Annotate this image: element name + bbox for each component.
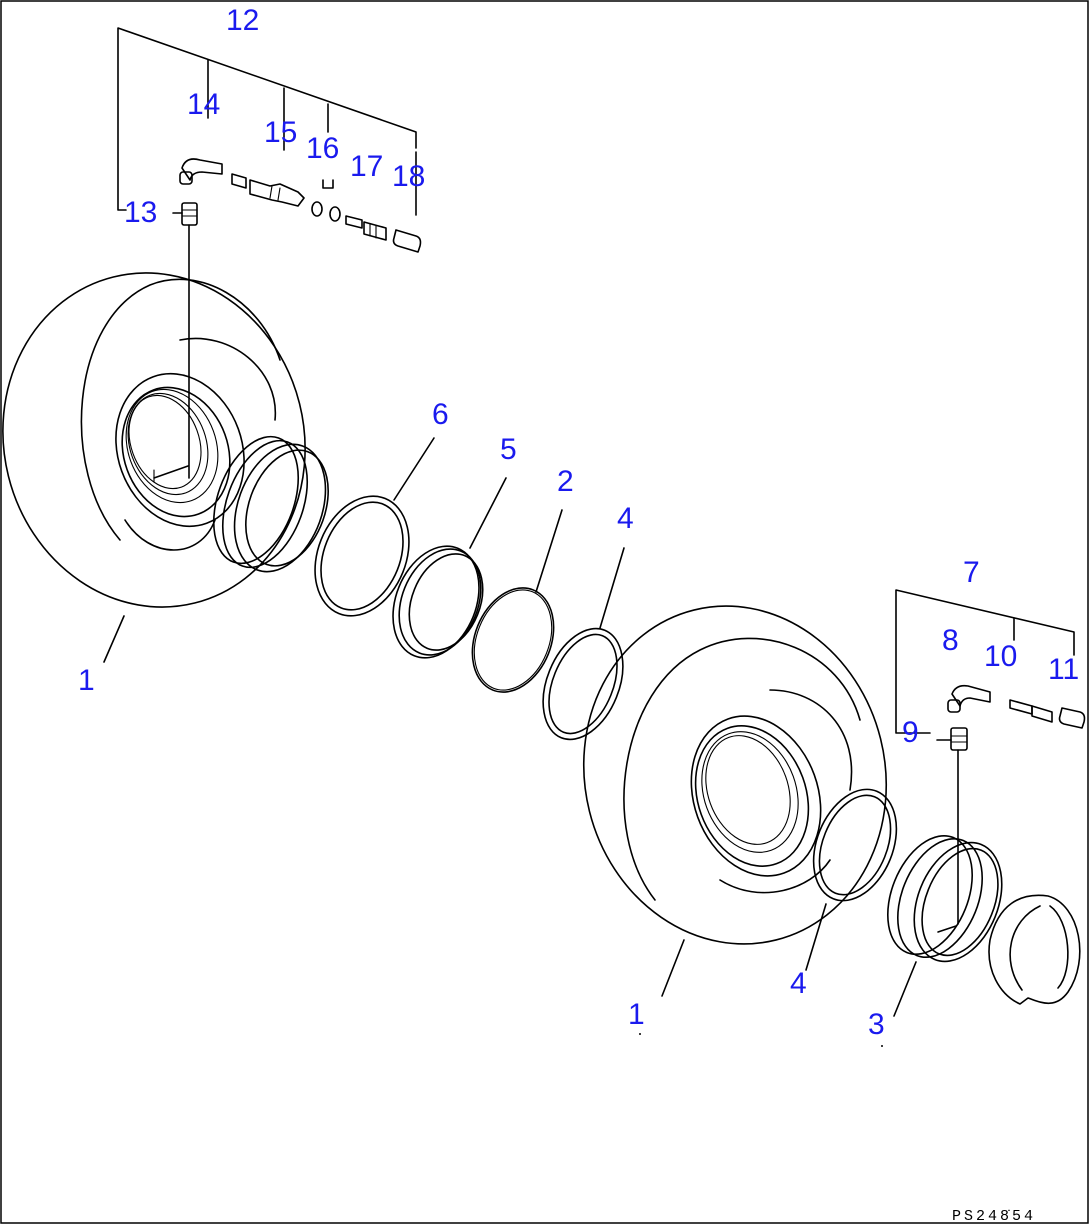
valve-elbow-8 xyxy=(947,684,991,713)
callout-16: 16 xyxy=(306,132,339,165)
callout-4-left: 4 xyxy=(617,502,634,535)
leader-4a xyxy=(599,547,625,629)
valve-cap-11 xyxy=(1058,707,1086,729)
split-lock-ring xyxy=(988,894,1081,1005)
callout-6: 6 xyxy=(432,398,449,431)
rim-band-3 xyxy=(887,834,1003,963)
valve-extension-15 xyxy=(231,173,305,207)
leader-5 xyxy=(469,477,507,549)
ring-5 xyxy=(392,545,484,659)
rim-band-left xyxy=(212,435,329,573)
valve-cap-18 xyxy=(392,229,422,253)
leader-3 xyxy=(893,961,917,1017)
callout-3: 3 xyxy=(868,1008,885,1041)
callout-12: 12 xyxy=(226,4,259,37)
valve-core-10 xyxy=(1009,699,1053,723)
callout-1-left: 1 xyxy=(78,664,95,697)
tire-right xyxy=(582,605,888,945)
leader-1b xyxy=(661,939,685,997)
leader-2 xyxy=(535,509,563,593)
ring-4-left xyxy=(542,627,624,741)
valve-assembly-7 xyxy=(895,589,1086,925)
callout-13: 13 xyxy=(124,196,157,229)
valve-elbow-14 xyxy=(179,158,223,185)
washers-16 xyxy=(311,201,341,222)
callout-11: 11 xyxy=(1048,653,1079,686)
callout-4-right: 4 xyxy=(790,967,807,1000)
callout-2: 2 xyxy=(557,465,574,498)
callout-7: 7 xyxy=(963,556,980,589)
valve-core-17 xyxy=(345,215,387,241)
callout-5: 5 xyxy=(500,433,517,466)
leader-4b xyxy=(805,903,827,971)
valve-stem-13 xyxy=(181,202,198,479)
valve-stem-9 xyxy=(936,727,968,925)
callout-10: 10 xyxy=(984,640,1017,673)
callout-17: 17 xyxy=(350,150,383,183)
callout-8: 8 xyxy=(942,624,959,657)
callout-18: 18 xyxy=(392,160,425,193)
tire-left xyxy=(2,272,306,608)
callout-1-right: 1 xyxy=(628,998,645,1031)
drawing-reference: PS248̇54 xyxy=(952,1208,1036,1225)
o-ring-2 xyxy=(471,587,555,693)
ring-6 xyxy=(314,495,410,617)
leader-6 xyxy=(393,437,435,501)
ring-4-right xyxy=(812,788,898,902)
leader-1a xyxy=(103,615,125,663)
valve-assembly-12 xyxy=(117,27,422,479)
callout-9: 9 xyxy=(902,716,919,749)
callout-15: 15 xyxy=(264,116,297,149)
callout-14: 14 xyxy=(187,88,220,121)
